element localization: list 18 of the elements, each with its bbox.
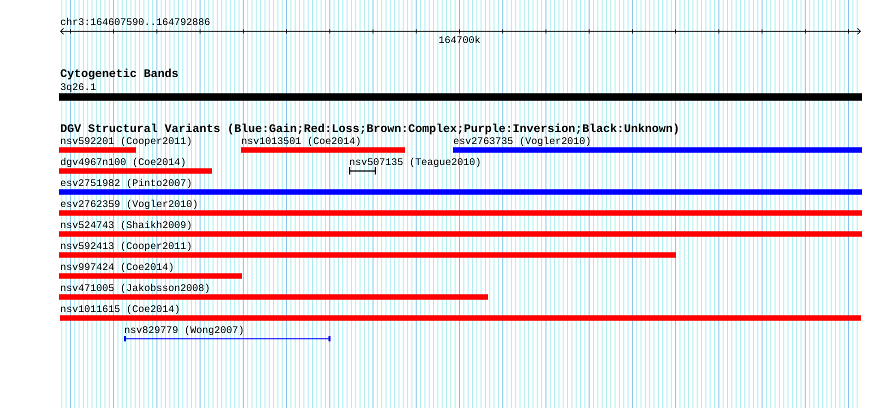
variant-label: nsv592413 (Cooper2011): [61, 242, 191, 252]
variant-label: nsv829779 (Wong2007): [125, 326, 243, 336]
variant-label: nsv471005 (Jakobsson2008): [61, 284, 209, 294]
variant-label: esv2763735 (Vogler2010): [454, 136, 590, 146]
track-heading: DGV Structural Variants (Blue:Gain;Red:Loss;Brown:Complex;Purple:Inversion;Black:Unknown): [60, 124, 678, 134]
coordinate-range: chr3:164607590..164792886: [60, 18, 210, 26]
track-heading: Cytogenetic Bands: [60, 68, 178, 80]
variant-label: dgv4967n100 (Coe2014): [60, 158, 185, 168]
variant-label: nsv997424 (Coe2014): [61, 262, 173, 272]
tick-label: 164700k: [439, 36, 480, 44]
variant-label: esv2751982 (Pinto2007): [60, 178, 191, 188]
variant-label: nsv524743 (Shaikh2009): [61, 220, 191, 230]
variant-label: nsv1013501 (Coe2014): [242, 136, 360, 146]
variant-label: esv2762359 (Vogler2010): [60, 200, 197, 210]
variant-label: nsv507135 (Teague2010): [350, 158, 480, 168]
variant-label: nsv1011615 (Coe2014): [61, 304, 179, 314]
variant-label: nsv592201 (Cooper2011): [61, 136, 191, 146]
band-label: 3q26.1: [60, 83, 96, 92]
